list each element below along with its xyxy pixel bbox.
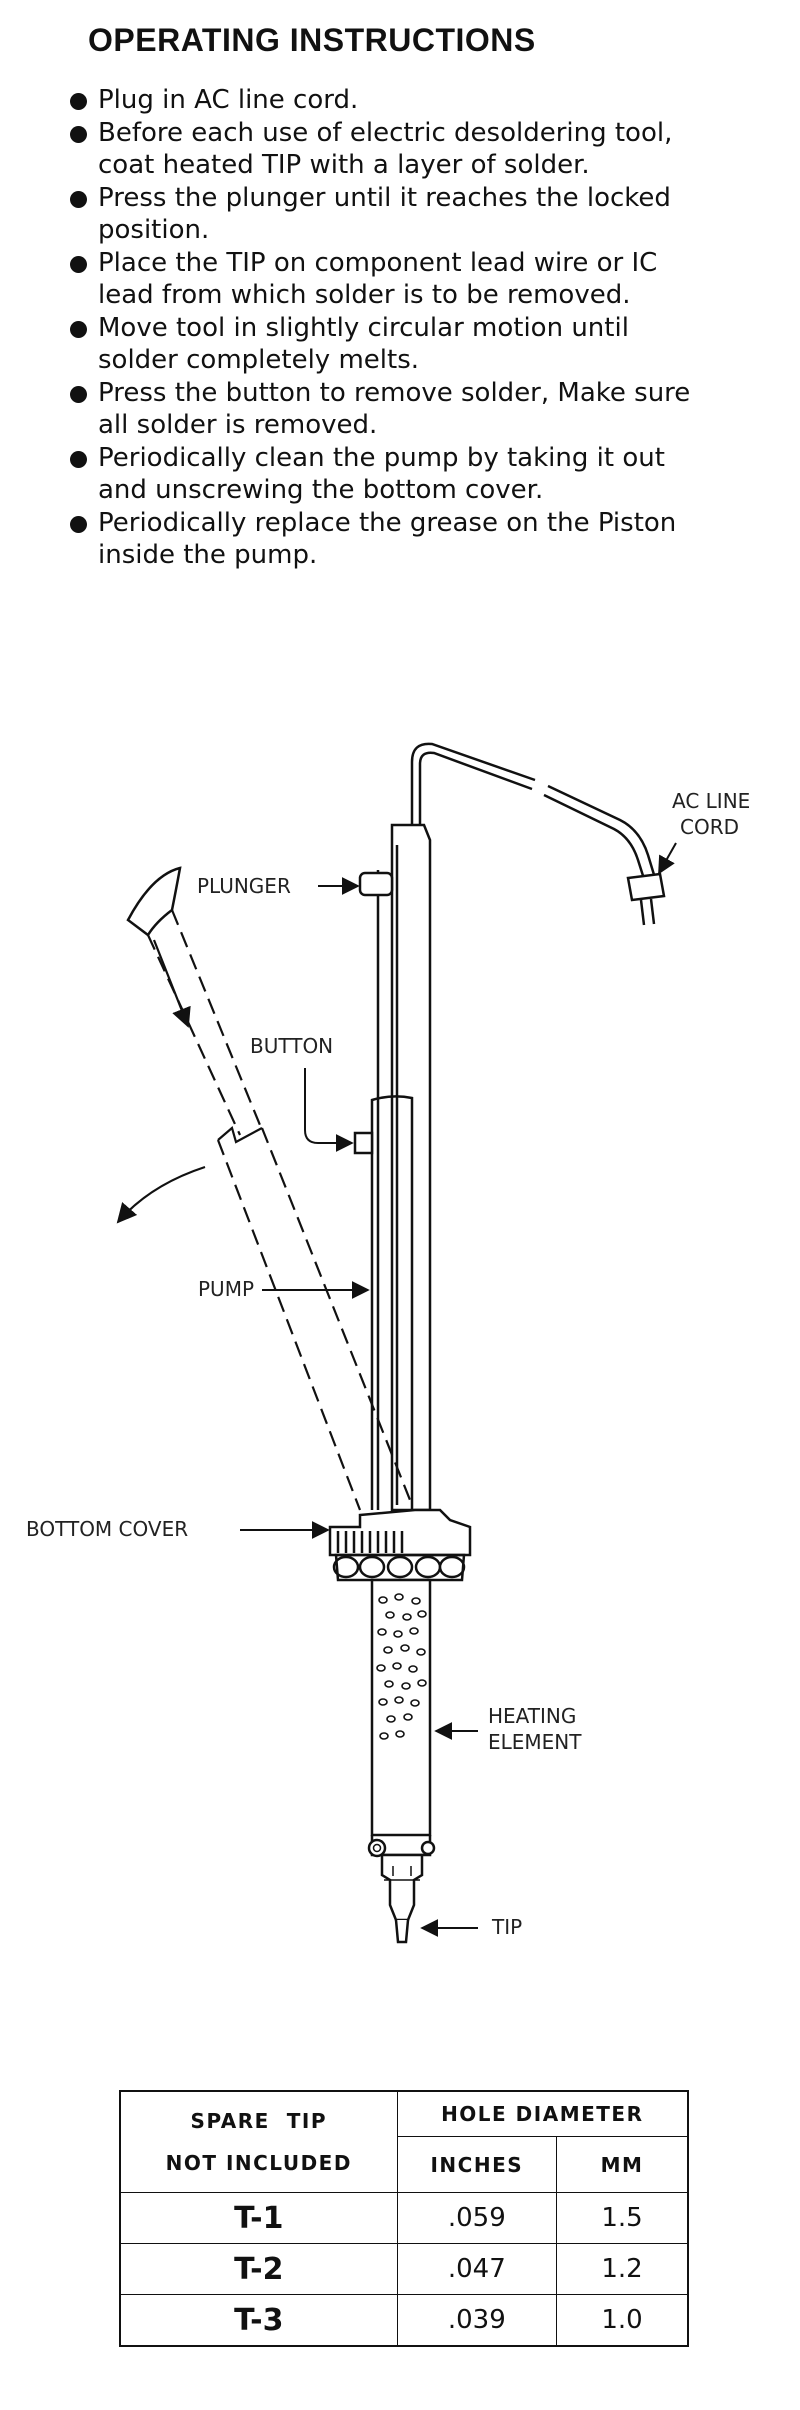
- tool-body: [358, 823, 432, 1512]
- label-tip: TIP: [491, 1915, 522, 1939]
- inches-header: INCHES: [396, 2136, 558, 2193]
- label-ac-line: AC LINE: [672, 789, 750, 813]
- bottom-cover: [328, 1508, 472, 1582]
- spare-tip-header-line2: NOT INCLUDED: [165, 2151, 352, 2175]
- pump: [353, 1095, 414, 1510]
- table-row: T-3 .039 1.0: [119, 2294, 689, 2347]
- label-bottom-cover: BOTTOM COVER: [26, 1517, 188, 1541]
- instruction-item: Periodically clean the pump by taking it…: [70, 442, 710, 507]
- tip-name-cell: T-2: [119, 2243, 398, 2295]
- inches-cell: .039: [396, 2294, 558, 2347]
- table-row: T-2 .047 1.2: [119, 2243, 689, 2295]
- spare-tip-header-line1: SPARE TIP: [190, 2109, 327, 2133]
- instruction-item: Press the plunger until it reaches the l…: [70, 182, 710, 247]
- label-plunger: PLUNGER: [197, 874, 291, 898]
- instruction-item: Place the TIP on component lead wire or …: [70, 247, 710, 312]
- label-pump: PUMP: [198, 1277, 254, 1301]
- label-element: ELEMENT: [488, 1730, 582, 1754]
- heating-element: [367, 1578, 436, 1858]
- instruction-item: Before each use of electric desoldering …: [70, 117, 710, 182]
- spare-tip-table: SPARE TIP NOT INCLUDED HOLE DIAMETER INC…: [119, 2090, 689, 2347]
- tip-name-cell: T-3: [119, 2294, 398, 2347]
- instruction-item: Periodically replace the grease on the P…: [70, 507, 710, 572]
- instruction-item: Move tool in slightly circular motion un…: [70, 312, 710, 377]
- instruction-item: Press the button to remove solder, Make …: [70, 377, 710, 442]
- spare-tip-header: SPARE TIP NOT INCLUDED: [119, 2090, 398, 2193]
- label-button: BUTTON: [250, 1034, 333, 1058]
- tip: [380, 1853, 424, 1944]
- instruction-list: Plug in AC line cord. Before each use of…: [70, 84, 710, 572]
- inches-cell: .047: [396, 2243, 558, 2295]
- diagram-labels: AC LINE CORD PLUNGER BUTTON PUMP BOTTOM …: [26, 789, 750, 1939]
- mm-cell: 1.5: [556, 2192, 689, 2244]
- tip-name-cell: T-1: [119, 2192, 398, 2244]
- label-heating: HEATING: [488, 1704, 576, 1728]
- mm-header: MM: [556, 2136, 689, 2193]
- mm-cell: 1.2: [556, 2243, 689, 2295]
- mm-cell: 1.0: [556, 2294, 689, 2347]
- table-row: T-1 .059 1.5: [119, 2192, 689, 2244]
- desoldering-tool-diagram: AC LINE CORD PLUNGER BUTTON PUMP BOTTOM …: [26, 742, 750, 1944]
- inches-cell: .059: [396, 2192, 558, 2244]
- page-title: OPERATING INSTRUCTIONS: [88, 22, 536, 58]
- instruction-item: Plug in AC line cord.: [70, 84, 710, 117]
- ac-line-cord: [410, 742, 666, 926]
- label-cord: CORD: [680, 815, 739, 839]
- hole-diameter-header: HOLE DIAMETER: [396, 2090, 689, 2138]
- pump-removal-outline: [116, 866, 414, 1511]
